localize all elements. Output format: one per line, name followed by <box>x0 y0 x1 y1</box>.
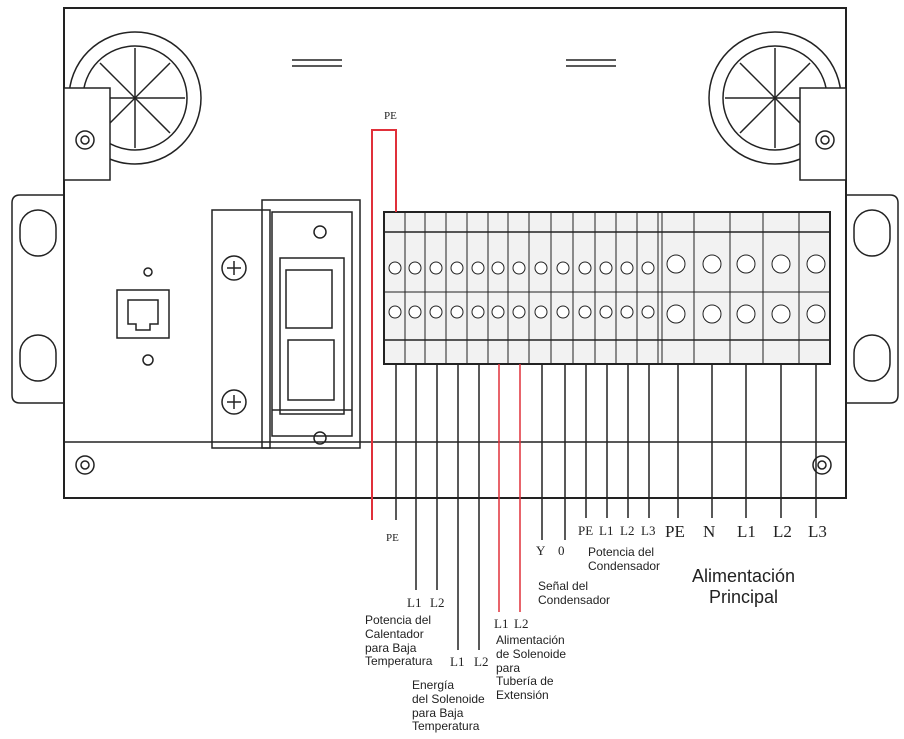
terminal-wires <box>395 364 817 650</box>
terminal-screw-icon <box>388 261 402 275</box>
terminal-screw-icon <box>666 304 686 324</box>
bottom-screw-icons <box>75 455 832 475</box>
heater-l1-label: L1 <box>407 595 422 610</box>
main-l1-label: L1 <box>737 522 756 541</box>
heater-power-caption: Potencia del Calentador para Baja Temper… <box>365 613 433 669</box>
top-right-corner-bracket <box>799 87 847 181</box>
network-port-icon <box>116 267 170 366</box>
terminal-screw-icon <box>806 304 826 324</box>
terminal-screw-icon <box>599 305 613 319</box>
terminal-screw-icon <box>578 261 592 275</box>
terminal-screw-icon <box>512 305 526 319</box>
terminal-screw-icon <box>388 305 402 319</box>
terminal-screw-icon <box>556 261 570 275</box>
terminal-screw-icon <box>408 305 422 319</box>
terminal-screw-icon <box>666 254 686 274</box>
solenoid-low-caption: Energía del Solenoide para Baja Temperat… <box>412 678 485 734</box>
cond-pe-label: PE <box>578 523 594 538</box>
terminal-screw-icon <box>620 261 634 275</box>
terminal-screw-icon <box>534 305 548 319</box>
terminal-screw-icon <box>736 254 756 274</box>
signal-0-label: 0 <box>558 543 565 558</box>
condenser-signal-caption: Señal del Condensador <box>538 579 611 607</box>
breaker-module <box>211 199 361 449</box>
terminal-screw-icon <box>599 261 613 275</box>
terminal-screw-icon <box>471 261 485 275</box>
condenser-power-caption: Potencia del Condensador <box>588 545 661 573</box>
main-l2-label: L2 <box>773 522 792 541</box>
terminal-screw-icon <box>408 261 422 275</box>
main-power-caption: Alimentación Principal <box>692 566 796 607</box>
terminal-screw-icon <box>771 304 791 324</box>
terminal-screw-icon <box>620 305 634 319</box>
terminal-screw-icon <box>450 305 464 319</box>
terminal-screw-icon <box>491 261 505 275</box>
terminal-block <box>383 211 831 365</box>
solenoid-ext-l2-label: L2 <box>514 616 529 631</box>
terminal-screw-icon <box>641 261 655 275</box>
cond-l3-label: L3 <box>641 523 656 538</box>
terminal-screw-icon <box>450 261 464 275</box>
main-l3-label: L3 <box>808 522 827 541</box>
terminal-screw-icon <box>771 254 791 274</box>
terminal-screw-icon <box>736 304 756 324</box>
solenoid-ext-l1-label: L1 <box>494 616 509 631</box>
terminal-screw-icon <box>534 261 548 275</box>
terminal-screw-icon <box>702 254 722 274</box>
terminal-screw-icon <box>429 261 443 275</box>
terminal-screw-icon <box>512 261 526 275</box>
pe-bottom-label: PE <box>386 532 399 544</box>
cond-l2-label: L2 <box>620 523 635 538</box>
top-left-corner-bracket <box>63 87 111 181</box>
terminal-screw-icon <box>702 304 722 324</box>
cond-l1-label: L1 <box>599 523 614 538</box>
main-pe-label: PE <box>665 522 685 541</box>
terminal-screw-icon <box>641 305 655 319</box>
pe-top-label: PE <box>384 110 397 122</box>
terminal-screw-icon <box>578 305 592 319</box>
solenoid-low-l1-label: L1 <box>450 654 465 669</box>
pe-top-wire <box>371 129 397 520</box>
terminal-screw-icon <box>491 305 505 319</box>
main-n-label: N <box>703 522 716 541</box>
solenoid-ext-caption: Alimentación de Solenoide para Tubería d… <box>496 633 567 703</box>
vent-slots <box>292 59 616 67</box>
terminal-screw-icon <box>556 305 570 319</box>
heater-l2-label: L2 <box>430 595 445 610</box>
solenoid-low-l2-label: L2 <box>474 654 489 669</box>
signal-y-label: Y <box>536 543 546 558</box>
terminal-screw-icon <box>471 305 485 319</box>
terminal-screw-icon <box>429 305 443 319</box>
terminal-screw-icon <box>806 254 826 274</box>
left-mounting-bracket <box>11 194 64 404</box>
right-mounting-bracket <box>846 194 899 404</box>
